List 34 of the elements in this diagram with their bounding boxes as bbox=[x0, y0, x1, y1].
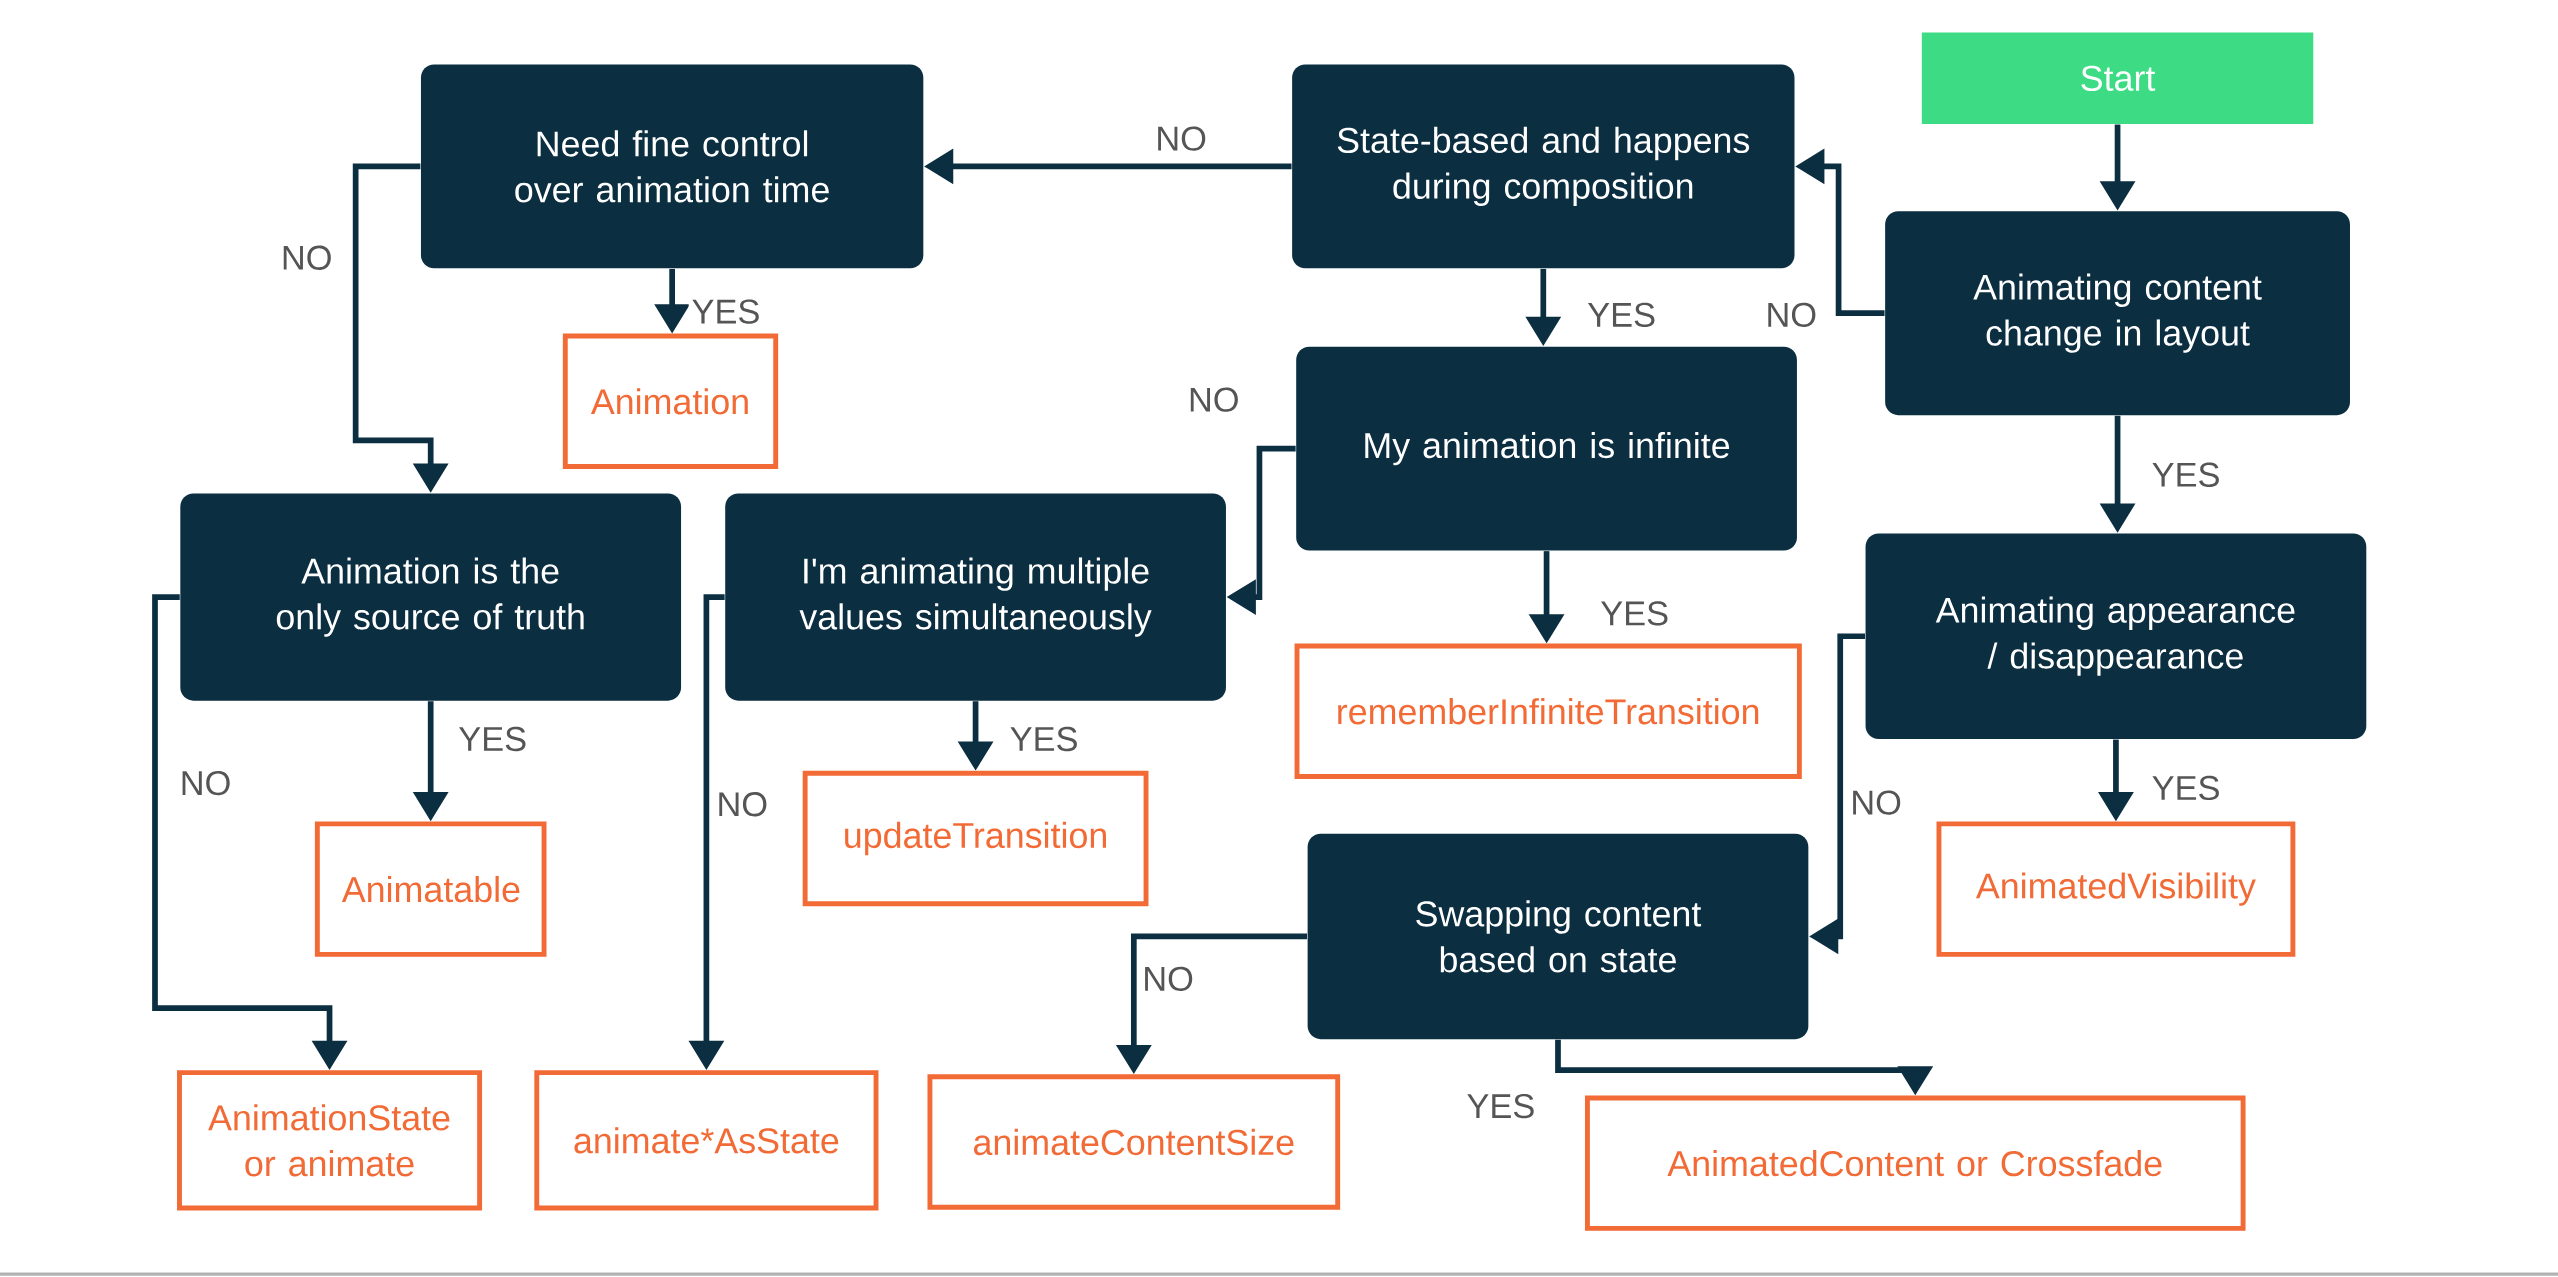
result-box: updateTransition bbox=[802, 770, 1149, 907]
edge-label: NO bbox=[176, 767, 235, 798]
edge-label: NO bbox=[1185, 384, 1243, 415]
start-box: Start bbox=[1921, 32, 2314, 124]
result-box: Animation bbox=[562, 333, 779, 469]
edge-label: YES bbox=[1463, 1090, 1539, 1121]
edge-label: NO bbox=[278, 242, 336, 273]
result-box: AnimationState or animate bbox=[177, 1070, 483, 1211]
question-box: Swapping content based on state bbox=[1307, 833, 1809, 1039]
result-box: Animatable bbox=[314, 821, 547, 957]
question-box: Need fine control over animation time bbox=[420, 64, 924, 269]
edge-label: YES bbox=[455, 723, 530, 754]
edge-label: NO bbox=[1152, 123, 1210, 154]
edge-label: NO bbox=[1139, 963, 1197, 994]
edge-label: YES bbox=[1584, 299, 1659, 330]
edge-label: YES bbox=[2148, 772, 2224, 803]
edge-label: YES bbox=[1006, 723, 1082, 754]
question-box: My animation is infinite bbox=[1296, 346, 1797, 551]
edge-label: YES bbox=[688, 296, 764, 327]
edge-label: NO bbox=[713, 789, 771, 820]
result-box: AnimatedVisibility bbox=[1936, 821, 2296, 957]
result-box: AnimatedContent or Crossfade bbox=[1584, 1095, 2246, 1231]
result-box: animate*AsState bbox=[534, 1070, 879, 1211]
question-box: State-based and happens during composition bbox=[1292, 64, 1795, 269]
question-box: Animating appearance / disappearance bbox=[1865, 533, 2367, 739]
result-box: rememberInfiniteTransition bbox=[1294, 643, 1802, 779]
edge-label: YES bbox=[1597, 598, 1672, 629]
edge-label: NO bbox=[1762, 299, 1820, 330]
edge-label: NO bbox=[1847, 787, 1905, 818]
question-box: Animation is the only source of truth bbox=[180, 493, 682, 701]
result-box: animateContentSize bbox=[927, 1074, 1341, 1210]
question-box: I'm animating multiple values simultaneously bbox=[725, 493, 1226, 701]
question-box: Animating content change in layout bbox=[1885, 211, 2350, 415]
edge-label: YES bbox=[2148, 459, 2224, 490]
